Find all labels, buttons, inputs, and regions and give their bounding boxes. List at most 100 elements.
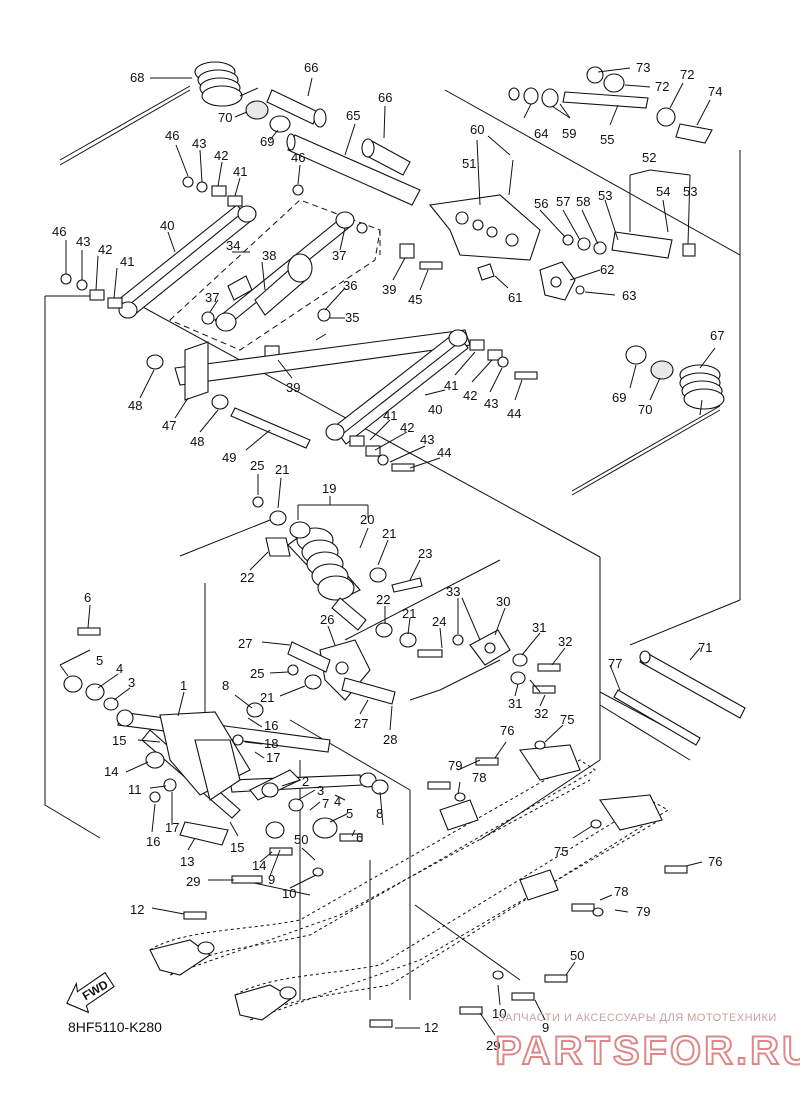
spring-68	[59, 61, 259, 166]
shaft-65	[286, 133, 421, 206]
callout-5: 5	[96, 653, 103, 668]
callout-41d: 41	[383, 408, 397, 423]
callout-15: 15	[112, 733, 126, 748]
front-arm-1	[116, 709, 389, 842]
watermark-brand: PARTSFOR.RU	[495, 1029, 800, 1073]
callout-50b: 50	[570, 948, 584, 963]
callout-70b: 70	[638, 402, 652, 417]
callout-65: 65	[346, 108, 360, 123]
collar-69-top	[269, 115, 291, 133]
callout-49: 49	[222, 450, 236, 465]
axle-55	[508, 66, 713, 144]
callout-4: 4	[116, 661, 123, 676]
callout-53: 53	[598, 188, 612, 203]
front-shock-19	[252, 496, 423, 631]
callout-63: 63	[622, 288, 636, 303]
top-right-bracket-51	[428, 159, 541, 281]
callout-44: 44	[507, 406, 521, 421]
callout-41b: 41	[120, 254, 134, 269]
callout-13: 13	[180, 854, 194, 869]
cross-shaft-47	[146, 329, 471, 449]
frame-boundary	[44, 89, 741, 1000]
callout-67: 67	[710, 328, 724, 343]
callout-12b: 12	[424, 1020, 438, 1035]
callout-30: 30	[496, 594, 510, 609]
callout-48b: 48	[190, 434, 204, 449]
callout-43b: 43	[76, 234, 90, 249]
callout-61: 61	[508, 290, 522, 305]
rod-77	[613, 689, 701, 746]
callout-54: 54	[656, 184, 670, 199]
callout-50: 50	[294, 832, 308, 847]
callout-38: 38	[262, 248, 276, 263]
slide-rail-left	[149, 744, 596, 976]
callout-39b: 39	[286, 380, 300, 395]
callout-7: 7	[322, 796, 329, 811]
link-plate-30	[452, 629, 561, 694]
callout-72b: 72	[680, 67, 694, 82]
callout-4b: 4	[334, 794, 341, 809]
callout-75: 75	[560, 712, 574, 727]
callout-6: 6	[84, 590, 91, 605]
callout-27: 27	[238, 636, 252, 651]
callout-77: 77	[608, 656, 622, 671]
callout-39: 39	[382, 282, 396, 297]
callout-69b: 69	[612, 390, 626, 405]
callout-72: 72	[655, 79, 669, 94]
sleeve-66b	[361, 138, 411, 176]
callout-42b: 42	[98, 242, 112, 257]
callout-22b: 22	[376, 592, 390, 607]
callout-14b: 14	[252, 858, 266, 873]
callout-29: 29	[186, 874, 200, 889]
callout-68: 68	[130, 70, 144, 85]
axle-53-54	[562, 231, 696, 259]
callout-24: 24	[432, 614, 446, 629]
callout-42: 42	[214, 148, 228, 163]
callout-28: 28	[383, 732, 397, 747]
callout-43d: 43	[420, 432, 434, 447]
callout-47: 47	[162, 418, 176, 433]
link-arm-40-left	[117, 204, 257, 319]
callout-labels: 68 70 66 66 65 69 46 43 42 41 46 40 46 4…	[52, 60, 724, 1053]
callout-75b: 75	[554, 844, 568, 859]
callout-9: 9	[268, 872, 275, 887]
callout-66b: 66	[378, 90, 392, 105]
spring-67	[571, 345, 725, 496]
callout-15b: 15	[230, 840, 244, 855]
callout-58: 58	[576, 194, 590, 209]
watermark-tagline: ЗАПЧАСТИ И АКСЕССУАРЫ ДЛЯ МОТОТЕХНИКИ	[498, 1012, 777, 1024]
callout-8b: 8	[376, 806, 383, 821]
callout-17b: 17	[165, 820, 179, 835]
callout-43: 43	[192, 136, 206, 151]
callout-27b: 27	[354, 716, 368, 731]
callout-32b: 32	[534, 706, 548, 721]
callout-40b: 40	[428, 402, 442, 417]
callout-6b: 6	[356, 830, 363, 845]
callout-33: 33	[446, 584, 460, 599]
callout-9b: 9	[542, 1020, 549, 1035]
callout-32: 32	[558, 634, 572, 649]
callout-19: 19	[322, 481, 336, 496]
callout-71: 71	[698, 640, 712, 655]
callout-21: 21	[275, 462, 289, 477]
link-plate-26	[287, 622, 443, 705]
sleeve-66a	[266, 89, 327, 128]
callout-16: 16	[146, 834, 160, 849]
callout-22: 22	[240, 570, 254, 585]
callout-60: 60	[470, 122, 484, 137]
washer-70-top	[245, 100, 269, 120]
callout-34: 34	[226, 238, 240, 253]
callout-16b: 16	[264, 718, 278, 733]
callout-41c: 41	[444, 378, 458, 393]
rear-shock-38	[201, 211, 415, 361]
callout-57: 57	[556, 194, 570, 209]
callout-46: 46	[165, 128, 179, 143]
callout-73: 73	[636, 60, 650, 75]
callout-10b: 10	[492, 1006, 506, 1021]
callout-8: 8	[222, 678, 229, 693]
bracket-62	[539, 261, 585, 301]
rail-bolts	[183, 740, 688, 1028]
callout-42c: 42	[463, 388, 477, 403]
callout-3b: 3	[317, 783, 324, 798]
callout-43c: 43	[484, 396, 498, 411]
